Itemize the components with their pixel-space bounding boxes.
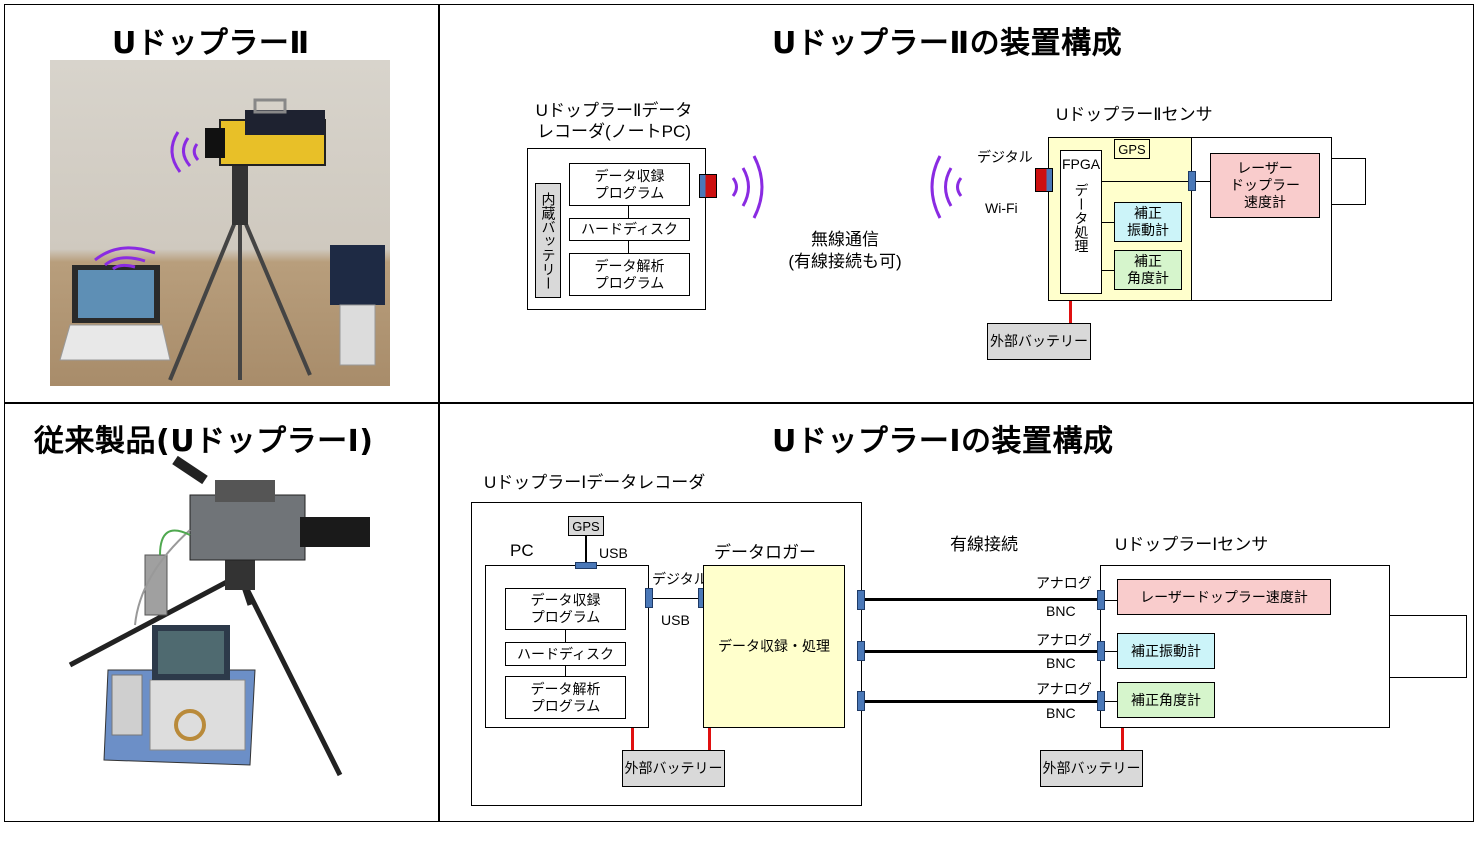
analog-label-1: アナログ — [1036, 575, 1092, 591]
grid-divider-horizontal — [4, 402, 1474, 404]
sensor1-connector-3 — [1097, 691, 1105, 711]
sensor1-power-line — [1121, 728, 1124, 750]
sensor2-vibration-box: 補正 振動計 — [1114, 202, 1182, 242]
sensor1-link-2 — [1105, 651, 1117, 652]
sensor2-fpga-label: FPGA — [1061, 156, 1101, 172]
pc-link-2 — [565, 666, 566, 676]
sensor2-battery-box: 外部バッテリー — [987, 323, 1091, 360]
gps1-box: GPS — [568, 516, 604, 536]
wired-line-2 — [865, 650, 1097, 653]
recorder2-acquisition-box: データ収録 プログラム — [569, 163, 690, 206]
pc-hdd-box: ハードディスク — [505, 642, 626, 666]
sensor2-digital-label: デジタル — [977, 149, 1033, 165]
sensor2-wireless-module — [1035, 168, 1053, 192]
sensor1-link-1 — [1105, 600, 1117, 601]
pc-frame — [485, 565, 649, 728]
udoppler1-photo — [40, 455, 430, 810]
pc-label: PC — [510, 541, 534, 560]
sensor2-laser-connector — [1188, 171, 1196, 191]
logger-connector-r3 — [857, 691, 865, 711]
wireless-label: 無線通信 (有線接続も可) — [788, 230, 902, 271]
recorder2-wave-icon — [731, 155, 764, 219]
pc-link-1 — [565, 630, 566, 642]
sensor2-wifi-label: Wi-Fi — [985, 200, 1018, 216]
sensor2-wave-icon — [930, 155, 963, 219]
sensor2-gps-box: GPS — [1114, 139, 1150, 159]
recorder2-hdd-box: ハードディスク — [569, 218, 690, 241]
logger-power-line — [708, 728, 711, 750]
pc-connector-right — [645, 588, 653, 608]
gps1-link — [585, 536, 587, 562]
sensor2-laser-link — [1196, 181, 1210, 182]
sensor2-angle-box: 補正 角度計 — [1114, 250, 1182, 290]
bnc-label-1: BNC — [1046, 603, 1076, 619]
bottom-right-title: UドップラーⅠの装置構成 — [772, 424, 1114, 459]
recorder1-label: UドップラーⅠデータレコーダ — [484, 473, 706, 492]
recorder2-frame — [527, 148, 706, 310]
outer-frame — [4, 4, 1474, 822]
bnc-label-3: BNC — [1046, 705, 1076, 721]
sensor1-angle-box: 補正角度計 — [1117, 682, 1215, 718]
sensor1-label: UドップラーⅠセンサ — [1115, 535, 1269, 554]
sensor2-bus-2 — [1102, 222, 1114, 223]
recorder2-battery-box: 内蔵バッテリー — [535, 183, 561, 298]
udoppler2-photo — [50, 60, 390, 386]
pc-power-line — [631, 728, 634, 750]
battery-left-box: 外部バッテリー — [622, 750, 725, 787]
logger-title: データロガー — [714, 543, 816, 562]
logger-box: データ収録・処理 — [703, 565, 845, 728]
wired-line-1 — [865, 598, 1097, 601]
pc-analysis-box: データ解析 プログラム — [505, 676, 626, 719]
sensor1-head-outline — [1390, 615, 1467, 678]
battery-right-box: 外部バッテリー — [1040, 750, 1143, 787]
pc-acquisition-box: データ収録 プログラム — [505, 588, 626, 630]
sensor2-bus-3 — [1102, 270, 1114, 271]
bottom-left-title: 従来製品(UドップラーⅠ) — [34, 424, 374, 459]
sensor2-bus-1 — [1102, 181, 1192, 182]
bnc-label-2: BNC — [1046, 655, 1076, 671]
grid-divider-vertical — [438, 4, 440, 822]
sensor2-processing-label: データ処理 — [1073, 183, 1090, 253]
logger-connector-r1 — [857, 590, 865, 610]
recorder2-label: UドップラーⅡデータ レコーダ(ノートPC) — [535, 101, 693, 141]
sensor2-power-line — [1069, 301, 1072, 323]
analog-label-3: アナログ — [1036, 681, 1092, 697]
sensor2-head-outline — [1332, 158, 1366, 205]
sensor1-connector-2 — [1097, 641, 1105, 661]
sensor1-vibration-box: 補正振動計 — [1117, 633, 1215, 669]
usb-bottom-label: USB — [661, 612, 690, 628]
analog-label-2: アナログ — [1036, 632, 1092, 648]
recorder2-analysis-box: データ解析 プログラム — [569, 253, 690, 296]
logger-connector-r2 — [857, 641, 865, 661]
pc-usb-connector-top — [575, 562, 597, 569]
wired-label: 有線接続 — [950, 535, 1018, 554]
sensor2-label: UドップラーⅡセンサ — [1056, 105, 1213, 124]
sensor2-laser-box: レーザー ドップラー 速度計 — [1210, 153, 1320, 218]
pc-logger-link — [653, 598, 698, 599]
sensor2-fpga-box: FPGA データ処理 — [1060, 150, 1102, 294]
wired-line-3 — [865, 700, 1097, 703]
recorder2-link-2 — [628, 241, 629, 253]
sensor1-laser-box: レーザードップラー速度計 — [1117, 579, 1331, 615]
top-right-title: UドップラーⅡの装置構成 — [772, 26, 1123, 61]
sensor1-link-3 — [1105, 701, 1117, 702]
recorder2-link-1 — [628, 206, 629, 218]
sensor1-connector-1 — [1097, 590, 1105, 610]
usb-top-label: USB — [599, 545, 628, 561]
recorder2-wireless-module — [699, 174, 717, 198]
top-left-title: UドップラーⅡ — [112, 26, 310, 61]
digital-label: デジタル — [652, 571, 708, 587]
